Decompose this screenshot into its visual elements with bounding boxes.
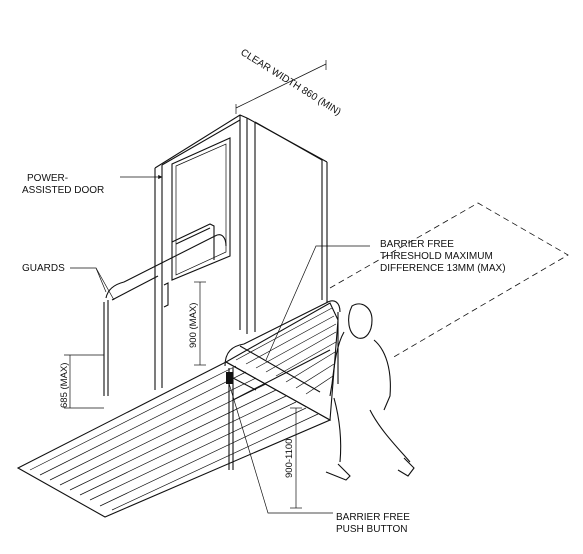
door-glass-panel bbox=[171, 137, 231, 281]
guard-height-label: 685 (MAX) bbox=[59, 363, 70, 408]
button-height-label: 900-1100 bbox=[284, 439, 295, 478]
threshold-label-3: DIFFERENCE 13MM (MAX) bbox=[380, 263, 506, 274]
door-handle bbox=[163, 282, 169, 308]
dimension-lines bbox=[64, 60, 327, 509]
landing-outline bbox=[329, 202, 569, 359]
ramp bbox=[16, 361, 332, 518]
landing-platform bbox=[224, 302, 339, 421]
handrail bbox=[224, 300, 341, 470]
handle-height-label: 900 (MAX) bbox=[188, 303, 199, 348]
push-button-label-1: BARRIER FREE bbox=[336, 512, 410, 523]
wall-and-door-frame bbox=[154, 114, 328, 390]
threshold-label-1: BARRIER FREE bbox=[380, 239, 454, 250]
callout-leaders bbox=[70, 174, 370, 514]
text-labels: CLEAR WIDTH 860 (MIN) POWER- ASSISTED DO… bbox=[22, 47, 506, 535]
threshold-label-2: THRESHOLD MAXIMUM bbox=[380, 251, 493, 262]
person-figure bbox=[325, 303, 415, 481]
power-door-label-2: ASSISTED DOOR bbox=[22, 185, 104, 196]
push-button-label-2: PUSH BUTTON bbox=[336, 524, 408, 535]
clear-width-label: CLEAR WIDTH 860 (MIN) bbox=[238, 47, 342, 118]
guard-rail bbox=[103, 234, 227, 396]
power-door-label-1: POWER- bbox=[27, 173, 68, 184]
guards-label: GUARDS bbox=[22, 263, 65, 274]
push-button bbox=[226, 372, 257, 391]
